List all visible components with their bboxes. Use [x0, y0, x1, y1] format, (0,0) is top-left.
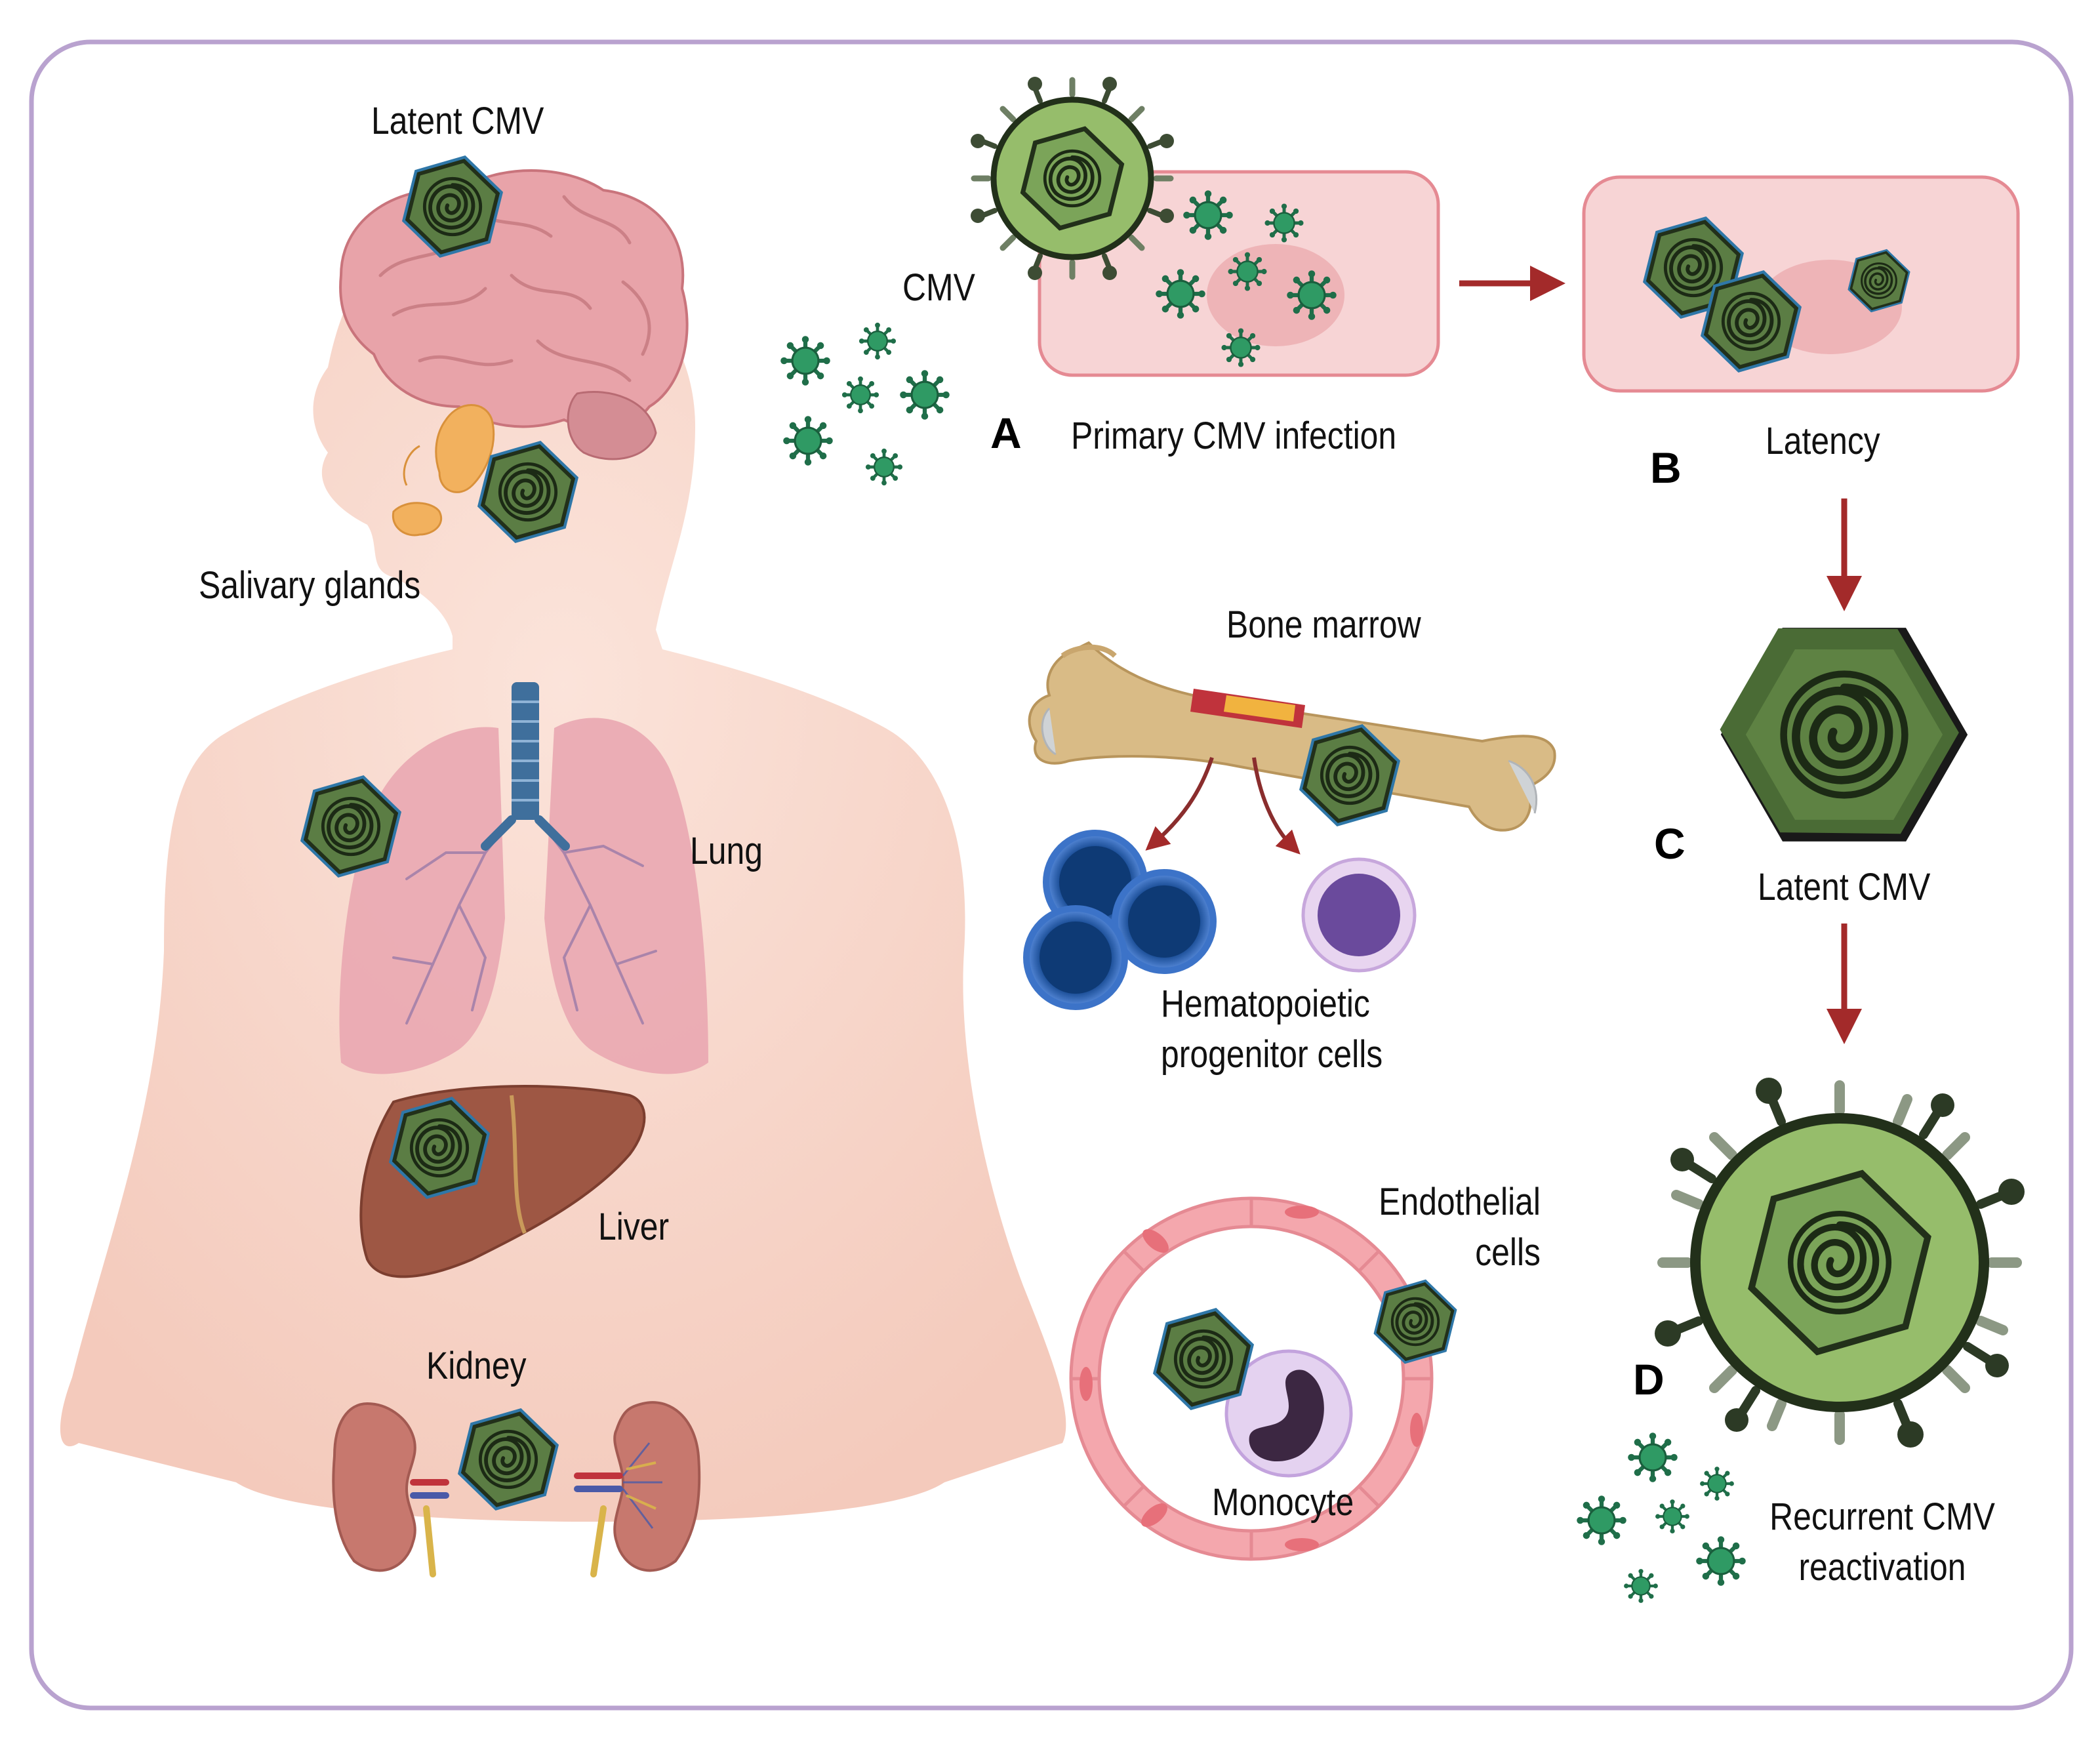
monocyte-icon — [1224, 1349, 1353, 1478]
reactivated-virion-icon — [1655, 1078, 2025, 1448]
label-endothelial-line2: cells — [1475, 1230, 1541, 1274]
label-recurrent: Recurrent CMV reactivation — [1752, 1495, 2012, 1589]
label-liver: Liver — [598, 1206, 670, 1248]
label-endothelial-line1: Endothelial — [1379, 1181, 1541, 1223]
label-hematopoietic: Hematopoietic progenitor cells — [1161, 983, 1383, 1076]
label-recurrent-line2: reactivation — [1798, 1545, 1966, 1589]
cerebellum-icon — [567, 391, 657, 460]
stage-letter-a: A — [990, 409, 1022, 457]
label-recurrent-line1: Recurrent CMV — [1769, 1495, 1995, 1538]
label-latent-cmv-brain: Latent CMV — [371, 100, 544, 142]
label-monocyte: Monocyte — [1212, 1481, 1354, 1524]
label-endothelial: Endothelial cells — [1379, 1181, 1541, 1274]
cmv-virion-icon — [971, 77, 1174, 280]
latent-cmv-large-icon — [1720, 628, 1968, 842]
monocyte-precursor-icon — [1301, 857, 1417, 973]
stage-letter-b: B — [1650, 443, 1682, 492]
right-kidney-icon — [613, 1401, 701, 1572]
stage-letter-c: C — [1654, 819, 1686, 868]
arrow-bone-to-progenitor — [1145, 757, 1214, 851]
label-cmv: CMV — [902, 266, 975, 309]
progenitor-cells-icon — [1023, 830, 1217, 1010]
trachea-icon — [512, 682, 539, 820]
label-hematopoietic-line1: Hematopoietic — [1161, 983, 1370, 1025]
label-hematopoietic-line2: progenitor cells — [1161, 1032, 1383, 1076]
label-lung: Lung — [690, 830, 763, 872]
label-latent-cmv-c: Latent CMV — [1758, 866, 1931, 908]
left-kidney-icon — [332, 1402, 416, 1572]
arrow-bone-to-monocyte-lineage — [1252, 757, 1301, 855]
salivary-glands-icon — [392, 404, 495, 537]
bone-icon — [1028, 641, 1556, 832]
stage-letter-d: D — [1633, 1355, 1665, 1404]
label-latency: Latency — [1766, 420, 1880, 462]
label-primary-cmv-infection: Primary CMV infection — [1071, 415, 1397, 457]
label-salivary-glands: Salivary glands — [199, 564, 421, 607]
label-bone-marrow: Bone marrow — [1226, 603, 1421, 646]
label-kidney: Kidney — [426, 1345, 527, 1387]
right-lung-icon — [544, 718, 708, 1074]
